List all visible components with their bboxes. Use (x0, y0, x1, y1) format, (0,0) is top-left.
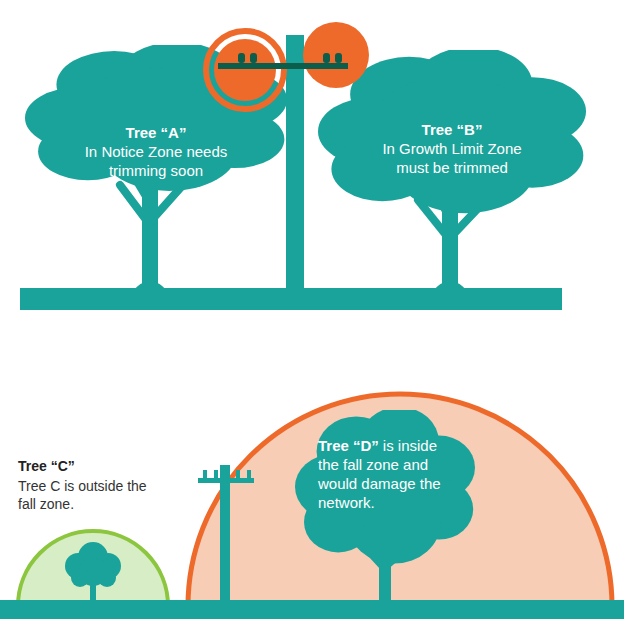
small-tree (65, 542, 121, 602)
ground-bar (0, 600, 624, 619)
tree-description: In Growth Limit Zone must be trimmed (381, 139, 524, 177)
utility-pole (198, 465, 254, 605)
tree-heading: Tree “A” (25, 123, 287, 142)
tree-heading: Tree “B” (318, 120, 586, 139)
tree-node: Tree “D”is inside the fall zone and woul… (295, 410, 475, 570)
tree-text: Tree “B”In Growth Limit Zone must be tri… (318, 120, 586, 177)
tree-node: Tree “B”In Growth Limit Zone must be tri… (318, 50, 586, 220)
tree-heading-label: Tree “C” (18, 457, 178, 475)
trunk-base (132, 281, 168, 292)
crossarm (218, 63, 348, 69)
tree-trunk (120, 180, 182, 290)
tree-description: In Notice Zone needs trimming soon (85, 142, 228, 180)
tree-heading: Tree “D” (318, 437, 379, 454)
growth-limit-zone (303, 22, 369, 88)
fall-zone (188, 394, 612, 606)
tree-text: Tree “A”In Notice Zone needs trimming so… (25, 123, 287, 180)
utility-pole (286, 35, 304, 291)
fall-zone-small (18, 531, 168, 606)
ground-bar (20, 288, 562, 310)
tree-text: Tree “D”is inside the fall zone and woul… (318, 436, 460, 512)
tree-note-label: Tree C is outside the fall zone. (18, 477, 166, 513)
trunk-base (432, 281, 468, 292)
tree-node: Tree “A”In Notice Zone needs trimming so… (25, 45, 287, 197)
notice-zone-ring (206, 31, 284, 109)
growth-limit-zone (214, 39, 276, 101)
insulator (238, 53, 342, 63)
